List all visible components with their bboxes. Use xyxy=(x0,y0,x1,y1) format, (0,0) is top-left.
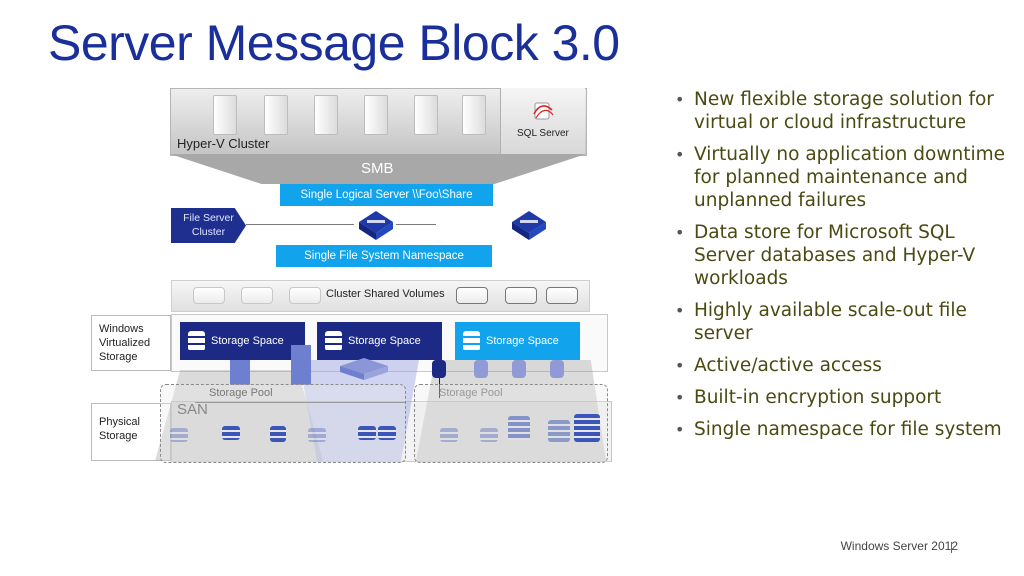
disk-stack-icon xyxy=(508,416,530,440)
feature-list: New flexible storage solution for virtua… xyxy=(673,88,1018,450)
sql-server-box xyxy=(500,88,585,154)
storage-pool-1 xyxy=(160,384,406,463)
server-icon xyxy=(264,95,288,135)
physical-storage-label: Physical Storage xyxy=(91,403,171,461)
pool-projection xyxy=(155,370,323,461)
san-label: SAN xyxy=(177,401,208,418)
storage-pool-label: Storage Pool xyxy=(209,387,273,399)
disk-stack-icon xyxy=(270,426,286,442)
cluster-shared-volumes-label: Cluster Shared Volumes xyxy=(326,288,445,300)
disk-stack-icon xyxy=(378,426,396,440)
smb-architecture-diagram: Hyper-V Cluster SQL Server SMB Single Lo… xyxy=(91,88,612,463)
disk-stack-icon xyxy=(222,426,240,440)
disk-icon xyxy=(193,287,225,304)
storage-space-1: Storage Space xyxy=(180,322,305,360)
disk-stack-icon xyxy=(170,428,188,442)
server-icon xyxy=(213,95,237,135)
file-server-cluster-label: File Server Cluster xyxy=(171,208,246,243)
storage-pool-label: Storage Pool xyxy=(439,387,503,399)
disk-stack-icon xyxy=(358,426,376,440)
volume-pillar xyxy=(230,360,250,385)
disk-stack-icon xyxy=(308,428,326,442)
connector-line xyxy=(439,378,440,398)
pool-line xyxy=(195,402,405,403)
single-logical-server-bar: Single Logical Server \\Foo\Share xyxy=(280,184,493,206)
volume-pillar xyxy=(291,345,311,385)
feature-item: Active/active access xyxy=(673,354,1018,377)
storage-space-3: Storage Space xyxy=(455,322,580,360)
hyperv-cluster-label: Hyper-V Cluster xyxy=(177,136,270,151)
server-icon xyxy=(314,95,338,135)
single-fs-namespace-bar: Single File System Namespace xyxy=(276,245,492,267)
connector-line xyxy=(396,224,436,225)
feature-item: Single namespace for file system xyxy=(673,418,1018,441)
smb-label: SMB xyxy=(361,160,394,177)
database-icon xyxy=(188,331,205,351)
disk-icon xyxy=(456,287,488,304)
footer-text: Windows Server 2012 xyxy=(840,539,958,553)
sql-server-icon xyxy=(533,102,554,120)
feature-item: Built-in encryption support xyxy=(673,386,1018,409)
feature-item: New flexible storage solution for virtua… xyxy=(673,88,1018,134)
disk-stack-icon xyxy=(548,420,570,442)
file-server-icon xyxy=(512,211,546,240)
feature-item: Virtually no application downtime for pl… xyxy=(673,143,1018,212)
disk-icon xyxy=(289,287,321,304)
server-icon xyxy=(364,95,388,135)
disk-stack-icon xyxy=(480,428,498,442)
disk-stack-icon xyxy=(440,428,458,442)
disk-icon xyxy=(505,287,537,304)
disk-icon xyxy=(432,360,446,378)
storage-space-label: Storage Space xyxy=(348,335,421,347)
sql-server-label: SQL Server xyxy=(517,128,569,139)
disk-icon xyxy=(241,287,273,304)
server-icon xyxy=(414,95,438,135)
disk-stack-icon xyxy=(574,414,600,442)
disk-icon xyxy=(512,360,526,378)
server-icon xyxy=(462,95,486,135)
disk-icon xyxy=(546,287,578,304)
disk-icon xyxy=(474,360,488,378)
storage-space-2: Storage Space xyxy=(317,322,442,360)
feature-item: Highly available scale-out file server xyxy=(673,299,1018,345)
slide-title: Server Message Block 3.0 xyxy=(48,15,620,71)
disk-icon xyxy=(550,360,564,378)
footer-divider xyxy=(951,542,952,553)
database-icon xyxy=(463,331,480,351)
windows-virtualized-storage-label: Windows Virtualized Storage xyxy=(91,315,171,371)
file-server-icon xyxy=(340,358,388,380)
connector-line xyxy=(246,224,354,225)
pool-projection xyxy=(416,360,606,461)
database-icon xyxy=(325,331,342,351)
feature-item: Data store for Microsoft SQL Server data… xyxy=(673,221,1018,290)
storage-space-label: Storage Space xyxy=(486,335,559,347)
file-server-icon xyxy=(359,211,393,240)
storage-space-label: Storage Space xyxy=(211,335,284,347)
